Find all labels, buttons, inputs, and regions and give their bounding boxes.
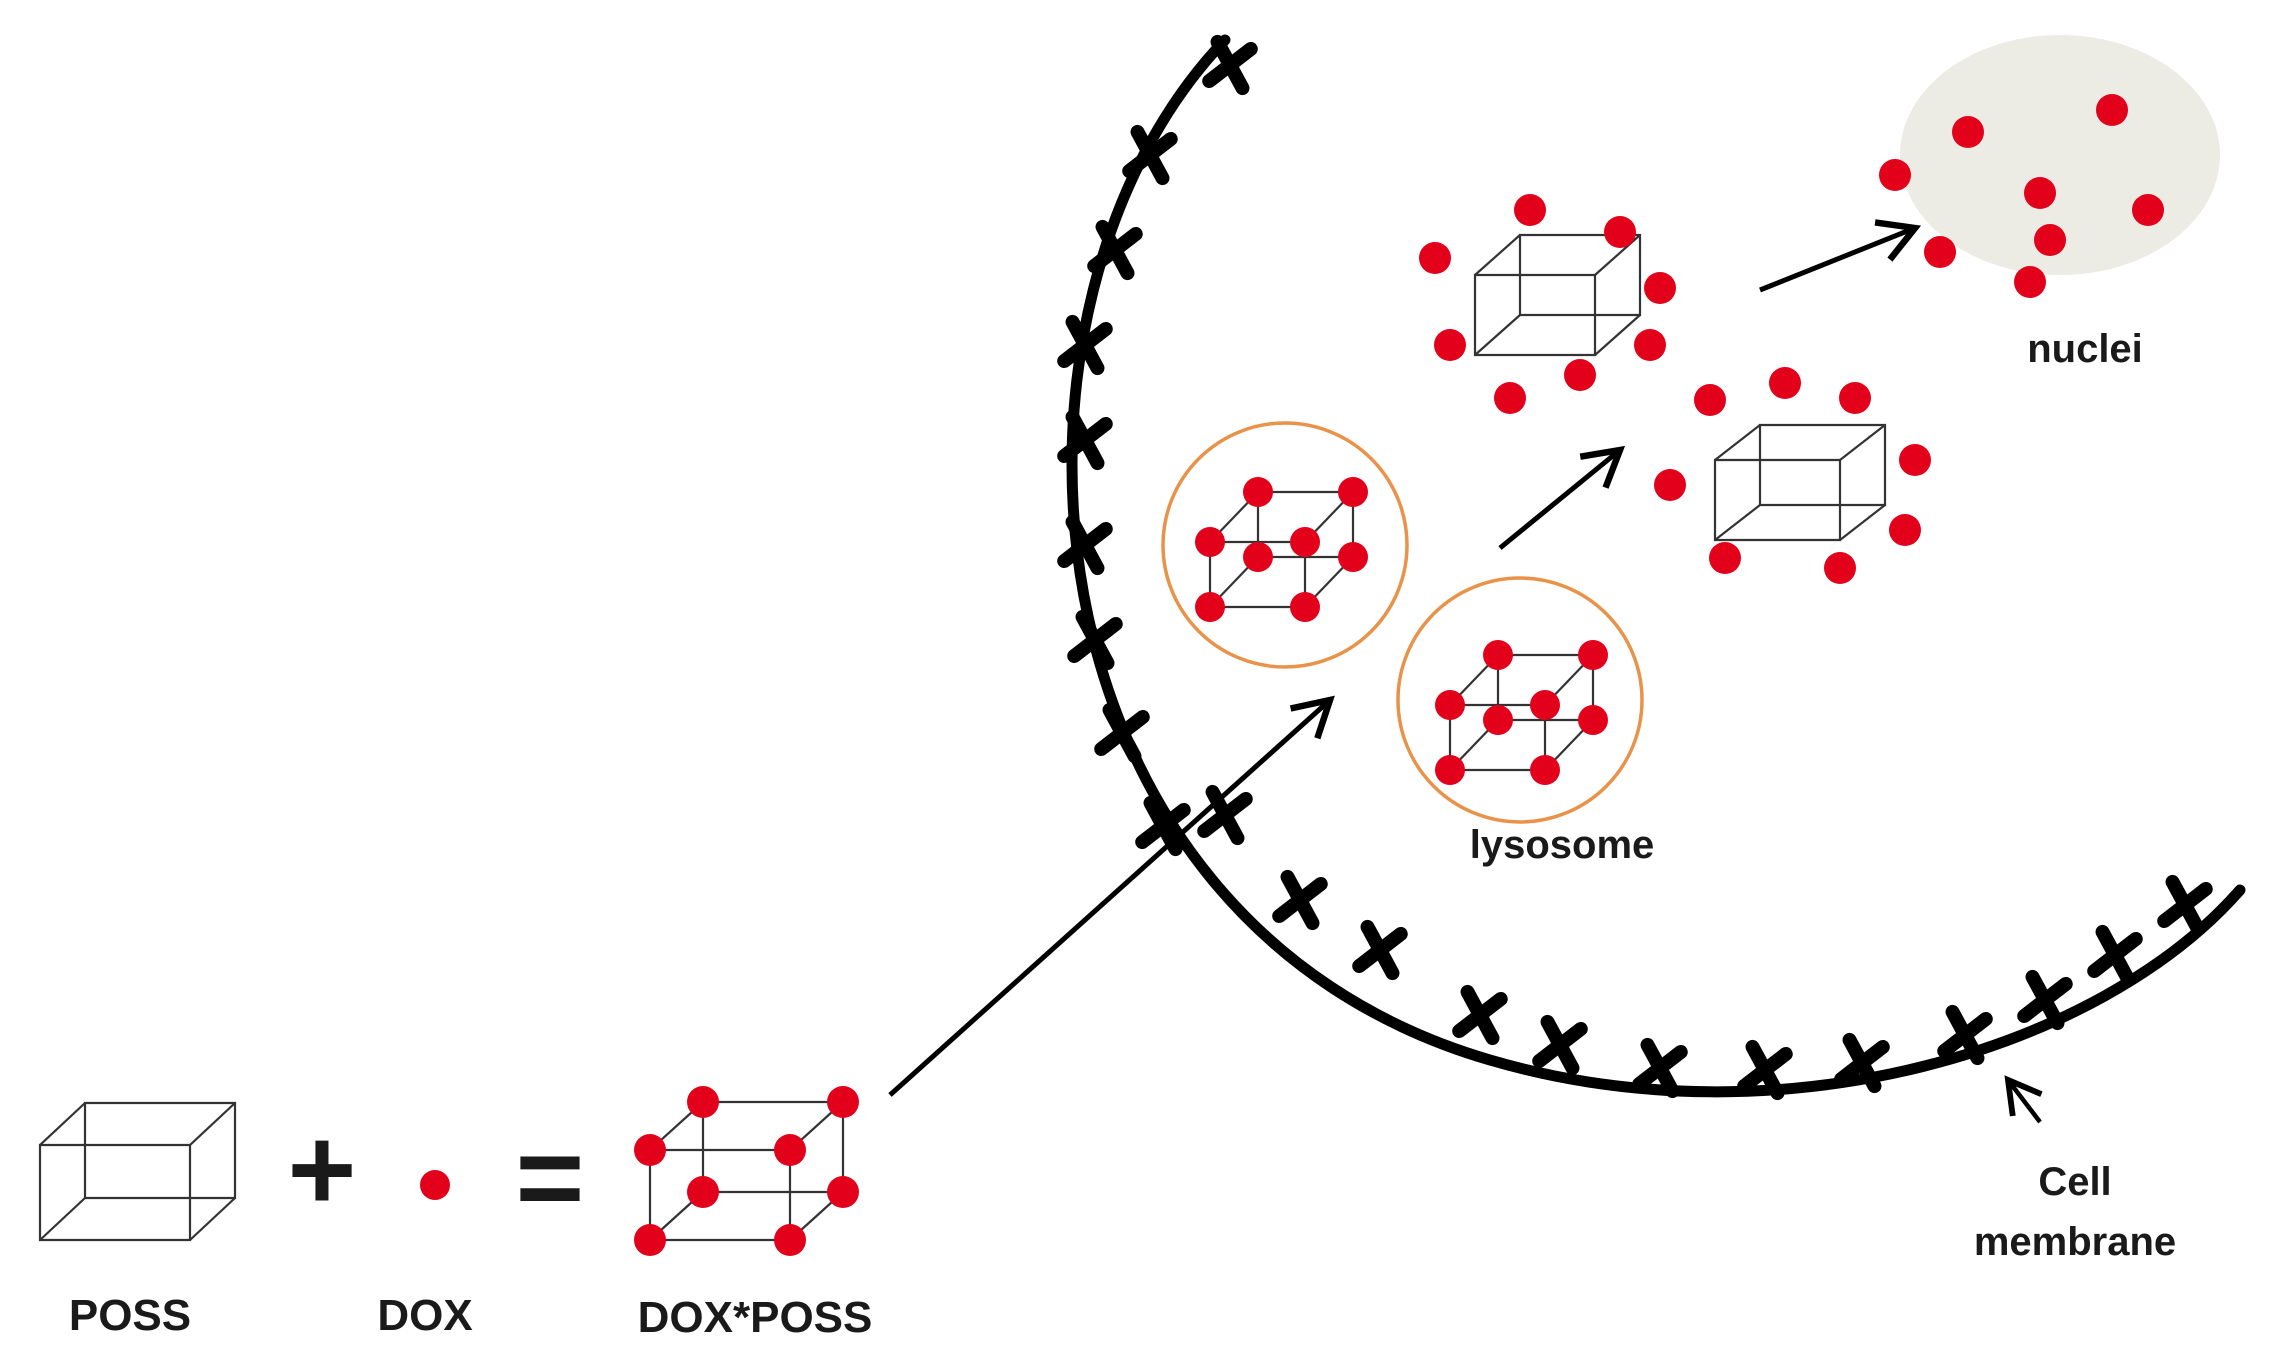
- x-mark-icon: [1452, 984, 1508, 1046]
- dox-dot: [1195, 592, 1225, 622]
- dox-icon: [420, 1170, 450, 1200]
- dox-dot: [1604, 216, 1636, 248]
- dox-dot: [774, 1134, 806, 1166]
- x-mark-icon: [1737, 1039, 1793, 1101]
- x-mark-icon: [1057, 314, 1113, 376]
- dox-dot: [1769, 367, 1801, 399]
- arrow-entry: [888, 695, 1335, 1097]
- x-mark-icon: [1632, 1037, 1688, 1099]
- x-mark-icon: [1937, 1004, 1993, 1066]
- dox-dot: [1709, 542, 1741, 574]
- dox-poss-loaded-cube: [634, 1086, 859, 1256]
- label-dox-poss: DOX*POSS: [638, 1293, 873, 1342]
- dox-dot: [1924, 236, 1956, 268]
- dox-dot: [1483, 705, 1513, 735]
- dox-dot: [634, 1224, 666, 1256]
- poss-cube-icon: [38, 1101, 237, 1242]
- dox-dot: [774, 1224, 806, 1256]
- dox-dot: [1899, 444, 1931, 476]
- x-mark-icon: [2017, 969, 2073, 1031]
- dox-dot: [827, 1086, 859, 1118]
- dox-dot: [1290, 592, 1320, 622]
- dox-dot: [1435, 690, 1465, 720]
- label-cell: Cell: [2038, 1160, 2111, 1204]
- label-poss: POSS: [69, 1291, 191, 1340]
- released-cube-lower: [1713, 423, 1887, 542]
- x-mark-icon: [1197, 784, 1253, 846]
- membrane-receptors: [1057, 34, 2213, 1101]
- x-mark-icon: [1532, 1014, 1588, 1076]
- dox-dot: [1290, 527, 1320, 557]
- x-mark-icon: [2087, 924, 2143, 986]
- lysosome-upper-cube: [1195, 477, 1368, 622]
- dox-dot: [1195, 527, 1225, 557]
- dox-dot: [1514, 194, 1546, 226]
- dox-dot: [1338, 542, 1368, 572]
- dox-dot: [1634, 329, 1666, 361]
- label-lysosome: lysosome: [1470, 823, 1655, 867]
- x-mark-icon: [1057, 514, 1113, 576]
- dox-dot: [1839, 382, 1871, 414]
- dox-dot: [1654, 469, 1686, 501]
- dox-dot: [1564, 359, 1596, 391]
- dox-dot: [1824, 552, 1856, 584]
- dox-dot: [1434, 329, 1466, 361]
- arrow-to-nucleus: [1759, 219, 1922, 293]
- lysosome-upper: [1161, 421, 1409, 669]
- x-mark-icon: [1094, 702, 1150, 764]
- dox-dot: [1338, 477, 1368, 507]
- x-mark-icon: [1057, 409, 1113, 471]
- dox-dot: [2034, 224, 2066, 256]
- x-mark-icon: [1202, 34, 1258, 96]
- dox-dot: [827, 1176, 859, 1208]
- dox-dot: [687, 1176, 719, 1208]
- dox-dot: [1889, 514, 1921, 546]
- lysosome-lower-cube: [1435, 640, 1608, 785]
- x-mark-icon: [1834, 1032, 1890, 1094]
- dox-dot: [1243, 477, 1273, 507]
- released-cube-upper: [1473, 233, 1642, 357]
- equals-sign: =: [516, 1112, 585, 1244]
- arrow-release: [1498, 445, 1626, 550]
- dox-dot: [1419, 242, 1451, 274]
- x-mark-icon: [1122, 124, 1178, 186]
- dox-dot: [634, 1134, 666, 1166]
- dox-dot: [1435, 755, 1465, 785]
- released-dox-upper: [1419, 194, 1676, 414]
- dox-dot: [687, 1086, 719, 1118]
- label-nuclei: nuclei: [2027, 327, 2143, 371]
- dox-dot: [1644, 272, 1676, 304]
- x-mark-icon: [1087, 219, 1143, 281]
- molecule-shapes: [38, 94, 2164, 1256]
- dox-dot: [2132, 194, 2164, 226]
- arrow-cell-membrane: [2004, 1075, 2043, 1124]
- dox-dot: [1578, 640, 1608, 670]
- dox-dot: [2014, 266, 2046, 298]
- dox-dot: [2024, 177, 2056, 209]
- nuclear-dox: [1879, 94, 2164, 298]
- dox-dot: [2096, 94, 2128, 126]
- dox-dot: [420, 1170, 450, 1200]
- x-mark-icon: [1067, 609, 1123, 671]
- dox-dot: [1243, 542, 1273, 572]
- lysosome-lower: [1396, 576, 1644, 824]
- dox-dot: [1694, 384, 1726, 416]
- dox-dot: [1578, 705, 1608, 735]
- dox-dot: [1952, 116, 1984, 148]
- x-mark-icon: [2157, 874, 2213, 936]
- x-mark-icon: [1272, 869, 1328, 931]
- dox-dot: [1530, 755, 1560, 785]
- released-dox-lower: [1654, 367, 1931, 584]
- x-mark-icon: [1352, 919, 1408, 981]
- label-dox: DOX: [377, 1291, 472, 1340]
- dox-dot: [1483, 640, 1513, 670]
- plus-sign: +: [288, 1104, 357, 1236]
- dox-dot: [1530, 690, 1560, 720]
- dox-dot: [1879, 159, 1911, 191]
- dox-dot: [1494, 382, 1526, 414]
- label-membrane: membrane: [1974, 1220, 2176, 1264]
